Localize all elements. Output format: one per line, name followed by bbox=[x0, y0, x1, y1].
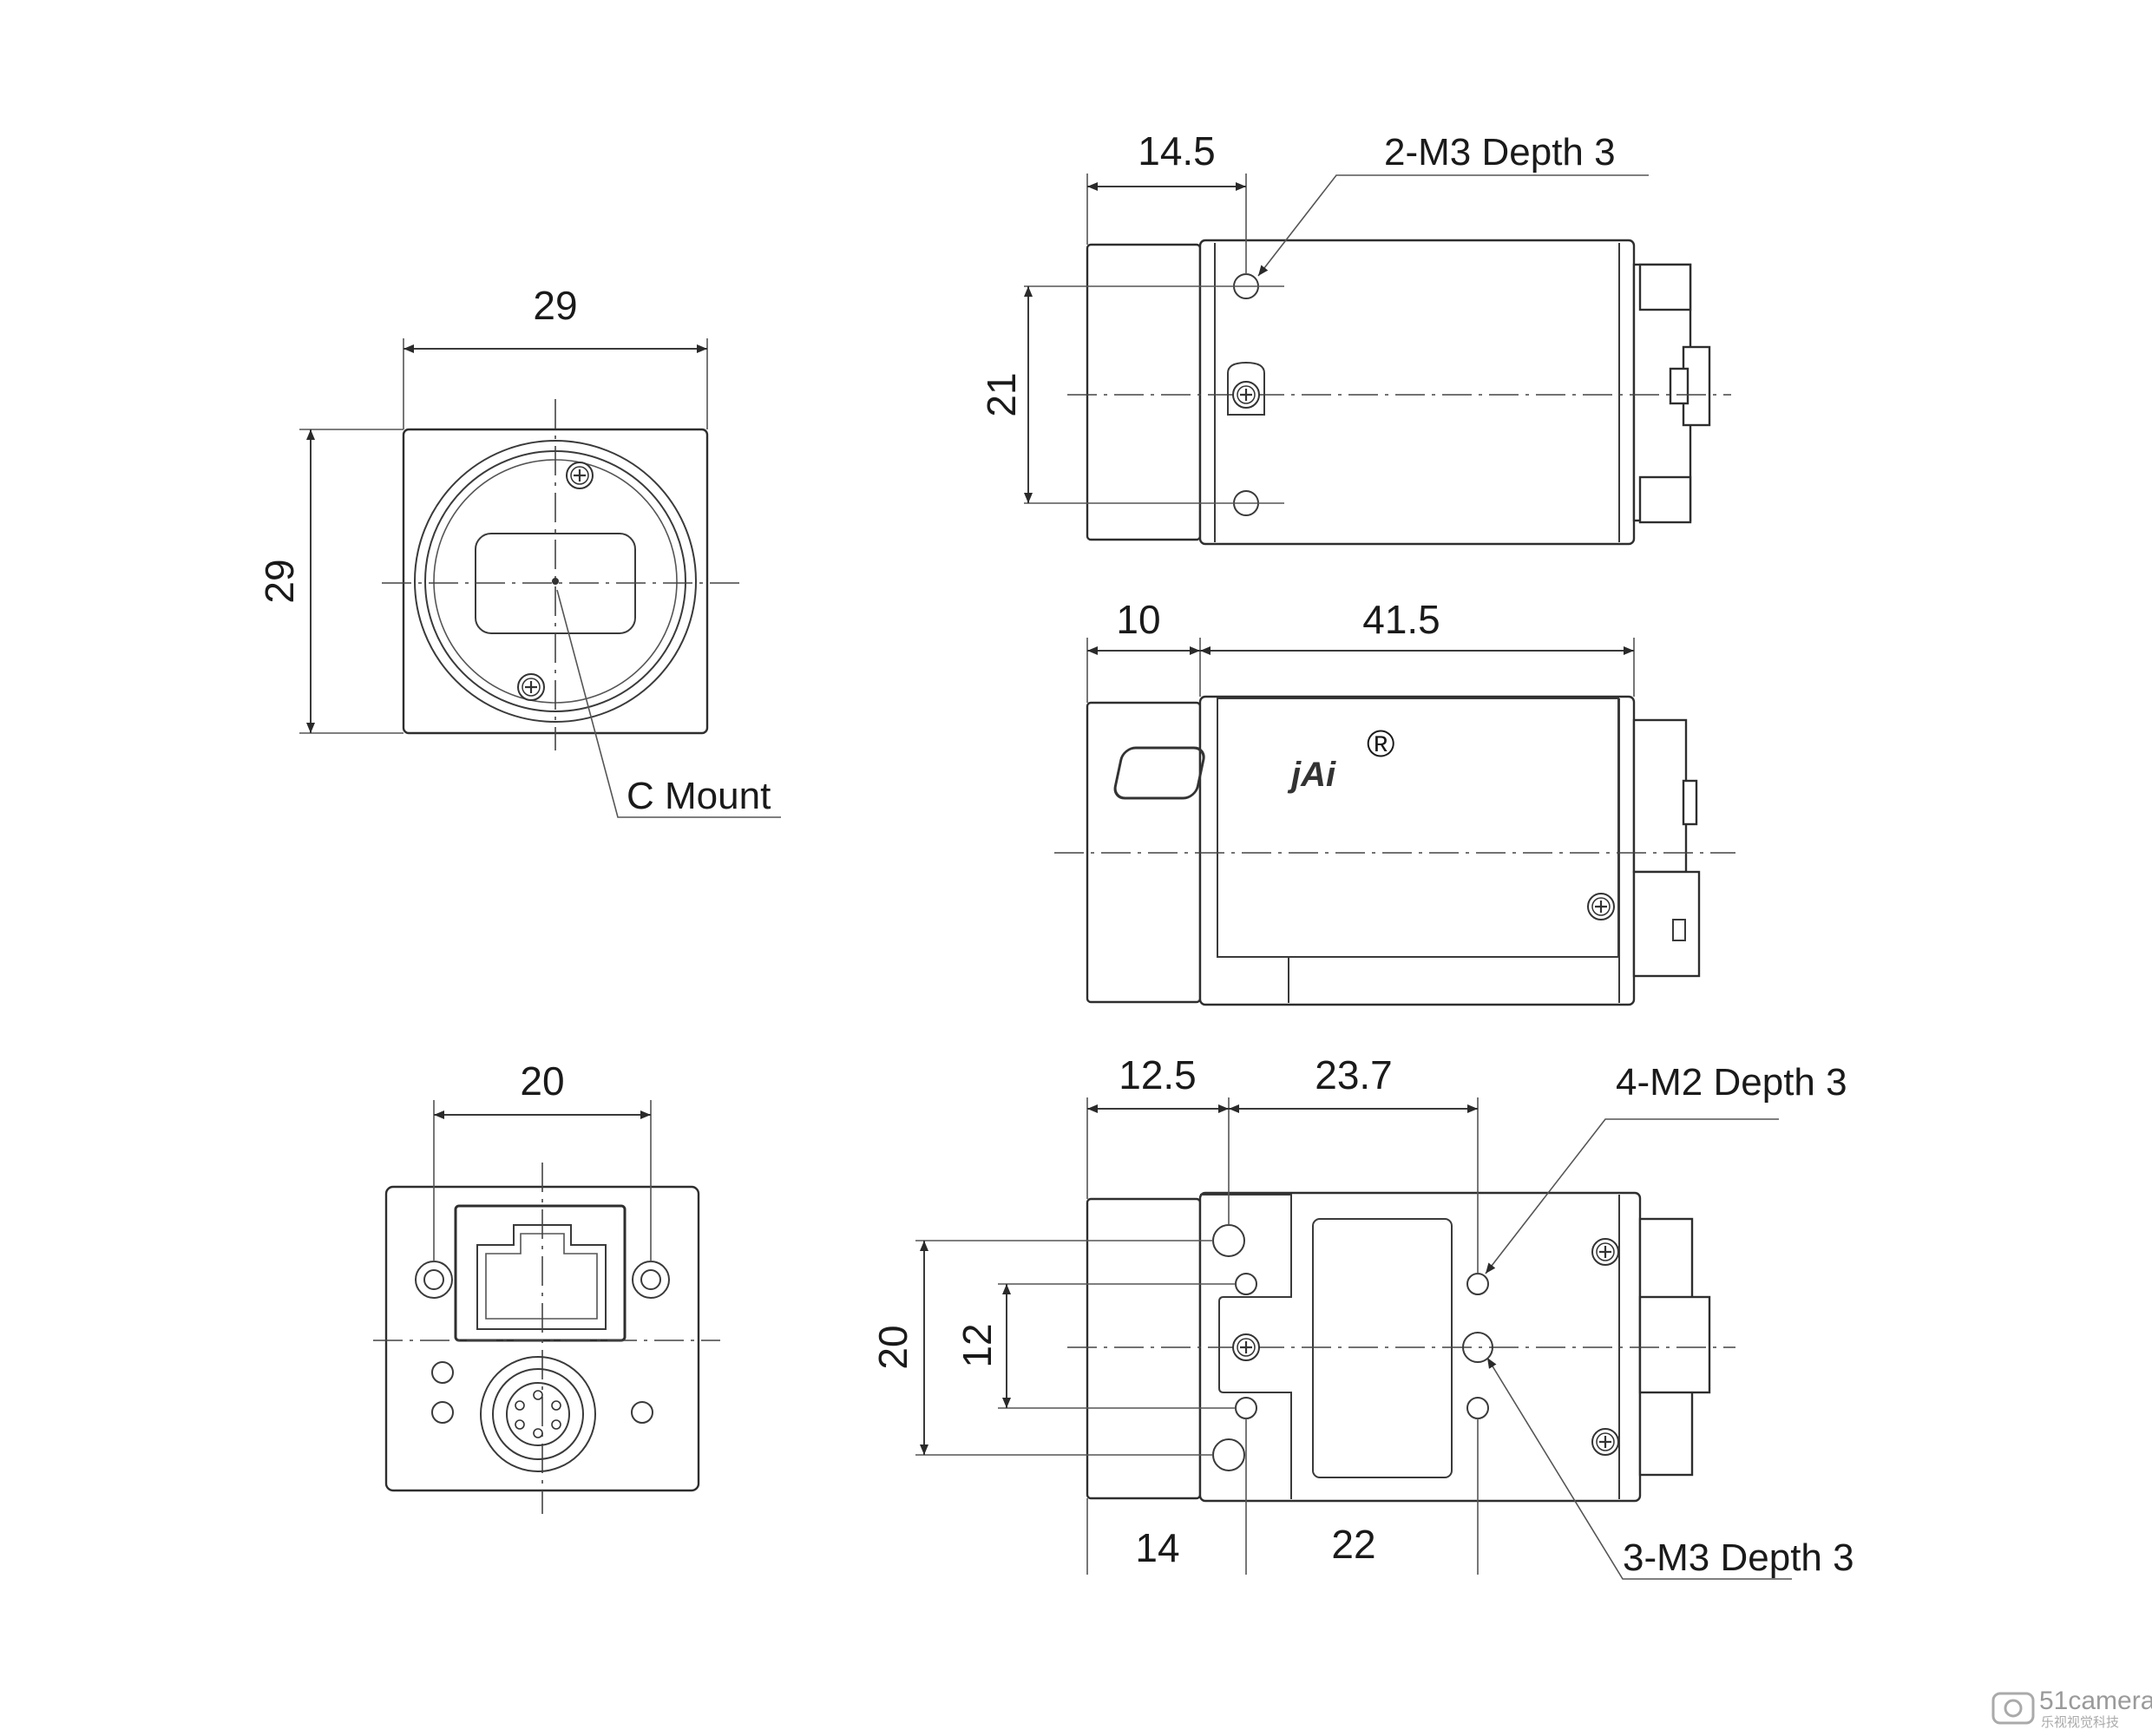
bottom-screw-icon bbox=[1591, 1237, 1620, 1267]
bottom-dim-14: 14 bbox=[1135, 1525, 1179, 1570]
top-lens-length-dim: 14.5 bbox=[1138, 128, 1216, 174]
side-view: jAi ® 10 41.5 bbox=[1054, 597, 1735, 1006]
top-hole-callout: 2-M3 Depth 3 bbox=[1384, 131, 1616, 174]
front-view: 29 29 C Mount bbox=[257, 283, 781, 818]
side-screw-icon bbox=[1586, 892, 1616, 921]
top-view: 14.5 21 2-M3 Depth 3 bbox=[979, 128, 1731, 546]
top-screw-icon bbox=[1231, 380, 1261, 409]
bottom-dim-12-5: 12.5 bbox=[1119, 1052, 1197, 1097]
bottom-screw-icon bbox=[1231, 1333, 1261, 1362]
bottom-dim-20: 20 bbox=[870, 1325, 915, 1369]
jai-logo-text: jAi bbox=[1287, 756, 1336, 794]
front-height-dim: 29 bbox=[257, 559, 302, 603]
rear-connector-spacing-dim: 20 bbox=[520, 1058, 564, 1104]
power-connector-icon bbox=[480, 1356, 596, 1472]
m3-hole-callout: 3-M3 Depth 3 bbox=[1623, 1536, 1854, 1579]
mount-screw-icon bbox=[516, 672, 546, 702]
m2-hole-callout: 4-M2 Depth 3 bbox=[1616, 1061, 1847, 1104]
watermark-logo-icon bbox=[1991, 1692, 2035, 1725]
bottom-view: 12.5 23.7 20 12 14 22 4-M2 Depth 3 3-M3 … bbox=[870, 1052, 1854, 1580]
jai-logo-registered: ® bbox=[1367, 723, 1394, 765]
front-width-dim: 29 bbox=[533, 283, 577, 328]
c-mount-label: C Mount bbox=[627, 775, 771, 817]
top-hole-spacing-dim: 21 bbox=[979, 372, 1024, 416]
watermark-subtext: 乐视视觉科技 bbox=[2041, 1715, 2119, 1730]
watermark: 51camera 乐视视觉科技 bbox=[1991, 1687, 2152, 1730]
bottom-screw-icon bbox=[1591, 1427, 1620, 1457]
watermark-text: 51camera bbox=[2039, 1687, 2152, 1715]
mount-screw-icon bbox=[565, 461, 594, 490]
side-lens-length-dim: 10 bbox=[1116, 597, 1160, 642]
bottom-dim-23-7: 23.7 bbox=[1315, 1052, 1393, 1097]
bottom-dim-22: 22 bbox=[1331, 1522, 1375, 1567]
bottom-dim-12: 12 bbox=[955, 1323, 1000, 1367]
jai-logo-icon: jAi ® bbox=[1113, 723, 1394, 800]
side-body-length-dim: 41.5 bbox=[1362, 597, 1440, 642]
rear-view: 20 bbox=[373, 1058, 720, 1514]
